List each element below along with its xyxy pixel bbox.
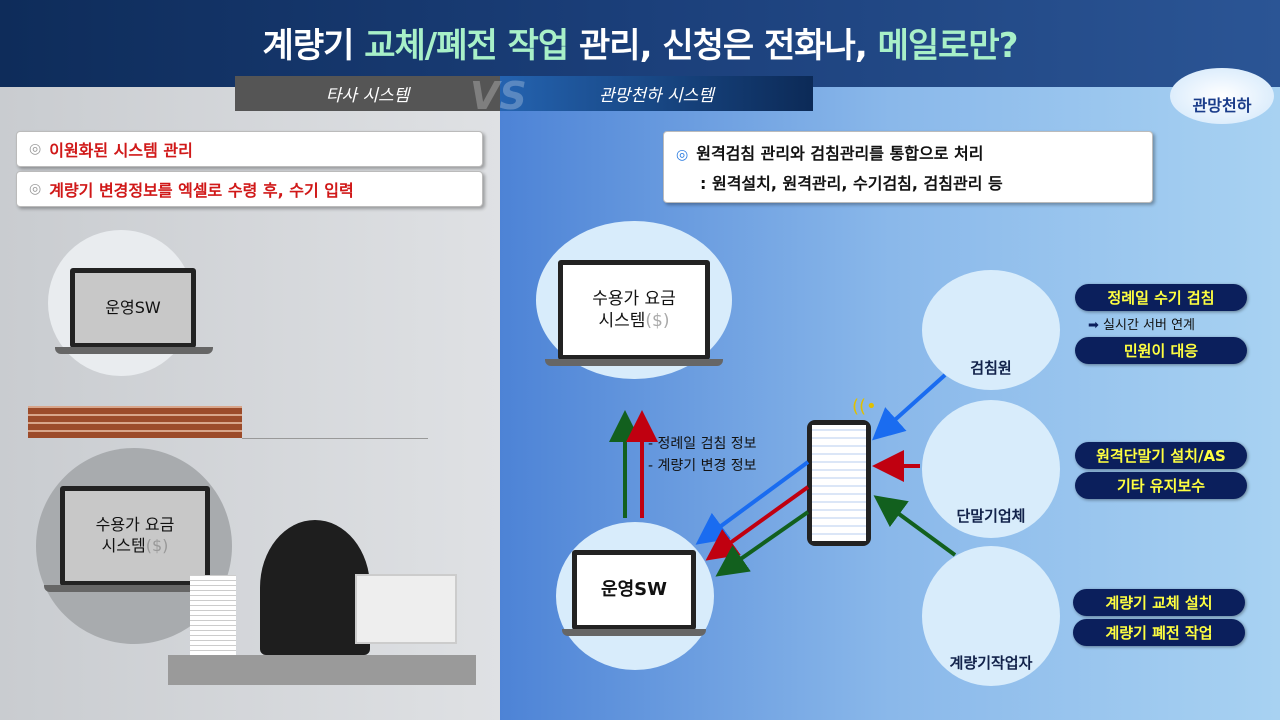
bullet-box: ◎계량기 변경정보를 엑셀로 수령 후, 수기 입력	[16, 171, 483, 207]
monitor-icon	[355, 574, 457, 644]
tab-our-system: 관망천하 시스템	[500, 76, 813, 111]
note-text: - 정례일 검침 정보	[648, 436, 757, 452]
arrow-red-ops	[705, 485, 810, 561]
bullet-box: ◎이원화된 시스템 관리	[16, 131, 483, 167]
brick-wall-icon	[28, 406, 242, 438]
role-pill: 계량기 폐전 작업	[1073, 619, 1245, 646]
bullet-icon: ◎	[29, 181, 42, 197]
wifi-icon: ((•	[852, 396, 877, 417]
terminal-vendor-icon	[922, 400, 1060, 538]
paper-stack-icon	[190, 575, 236, 655]
role-pill: 계량기 교체 설치	[1073, 589, 1245, 616]
arrow-blue	[872, 373, 947, 441]
bullet-box: ◎원격검침 관리와 검침관리를 통합으로 처리 : 원격설치, 원격관리, 수기…	[663, 131, 1153, 203]
laptop-base	[545, 359, 723, 366]
vs-label: VS	[470, 74, 527, 118]
bullet-icon: ◎	[676, 147, 689, 163]
meter-reader-icon	[922, 270, 1060, 390]
actor-label: 계량기작업자	[949, 654, 1033, 672]
sub-note: ➡ 실시간 서버 연계	[1088, 318, 1196, 333]
role-pill: 기타 유지보수	[1075, 472, 1247, 499]
bullet-icon: ◎	[29, 141, 42, 157]
arrow-green	[873, 495, 957, 557]
header-bar	[0, 0, 1280, 87]
logo: 관망천하	[1170, 68, 1274, 124]
laptop-ops-sw: 운영SW	[70, 268, 196, 348]
tab-other-system: 타사 시스템	[235, 76, 500, 111]
desk-icon	[168, 655, 476, 685]
page-title: 계량기 교체/폐전 작업 관리, 신청은 전화나, 메일로만?	[262, 26, 1019, 66]
role-pill: 민원이 대응	[1075, 337, 1247, 364]
role-pill: 정례일 수기 검침	[1075, 284, 1247, 311]
laptop-base	[44, 585, 226, 592]
note-text: - 계량기 변경 정보	[648, 458, 757, 474]
smartphone-icon	[807, 420, 871, 546]
divider	[242, 438, 428, 439]
stressed-worker-icon	[260, 520, 370, 655]
laptop-ops-sw: 운영SW	[572, 550, 696, 630]
laptop-base	[55, 347, 213, 354]
meter-worker-icon	[922, 546, 1060, 686]
laptop-base	[562, 629, 706, 636]
actor-label: 단말기업체	[956, 507, 1026, 525]
actor-label: 검침원	[970, 359, 1012, 377]
arrow-green-ops	[715, 510, 810, 577]
arrow-blue-ops	[695, 460, 810, 545]
role-pill: 원격단말기 설치/AS	[1075, 442, 1247, 469]
arrow-right-icon: ➡	[1088, 318, 1104, 333]
